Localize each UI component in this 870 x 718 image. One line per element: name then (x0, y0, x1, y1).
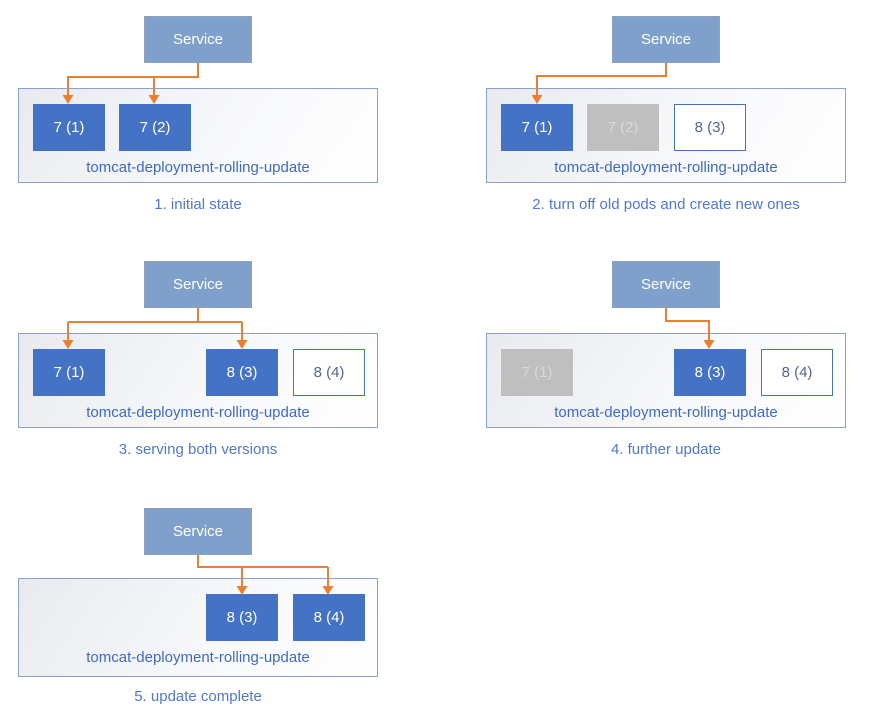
panel-turn-off-old-pods: Service 7 (1) 7 (2) 8 (3) tomcat-deploym… (486, 0, 846, 230)
pod-label: 7 (1) (521, 364, 553, 381)
panel-caption: 2. turn off old pods and create new ones (532, 196, 800, 213)
panel-caption: 5. update complete (134, 688, 262, 705)
deployment-name-label: tomcat-deployment-rolling-update (554, 404, 778, 421)
service-box: Service (144, 261, 252, 308)
pod-label: 7 (2) (607, 119, 639, 136)
panel-caption: 4. further update (610, 441, 722, 458)
pod-label: 8 (4) (313, 609, 345, 626)
pod-label: 7 (2) (139, 119, 171, 136)
pod-8-3-new: 8 (3) (674, 104, 746, 151)
pod-7-1: 7 (1) (33, 349, 105, 396)
deployment-box: 7 (1) 8 (3) 8 (4) tomcat-deployment-roll… (18, 333, 378, 428)
panel-serving-both-versions: Service 7 (1) 8 (3) 8 (4) tomcat-deploym… (18, 245, 378, 475)
pod-label: 7 (1) (53, 364, 85, 381)
pod-7-1: 7 (1) (501, 104, 573, 151)
panel-further-update: Service 7 (1) 8 (3) 8 (4) tomcat-deploym… (486, 245, 846, 475)
pod-8-4: 8 (4) (293, 594, 365, 641)
pod-8-3: 8 (3) (206, 594, 278, 641)
pod-8-3: 8 (3) (206, 349, 278, 396)
deployment-box: 7 (1) 7 (2) 8 (3) tomcat-deployment-roll… (486, 88, 846, 183)
panel-initial-state: Service 7 (1) 7 (2) tomcat-deployment-ro… (18, 0, 378, 230)
deployment-name-label: tomcat-deployment-rolling-update (86, 159, 310, 176)
service-label: Service (172, 523, 224, 540)
service-box: Service (144, 508, 252, 555)
panel-caption: 1. initial state (154, 196, 242, 213)
pod-label: 8 (4) (781, 364, 813, 381)
pod-8-3: 8 (3) (674, 349, 746, 396)
pod-label: 7 (1) (521, 119, 553, 136)
service-box: Service (144, 16, 252, 63)
pod-label: 8 (3) (694, 364, 726, 381)
deployment-box: 8 (3) 8 (4) tomcat-deployment-rolling-up… (18, 578, 378, 677)
service-label: Service (640, 276, 692, 293)
panel-caption: 3. serving both versions (118, 441, 278, 458)
pod-7-1-off: 7 (1) (501, 349, 573, 396)
service-label: Service (640, 31, 692, 48)
service-box: Service (612, 261, 720, 308)
pod-7-1: 7 (1) (33, 104, 105, 151)
deployment-box: 7 (1) 7 (2) tomcat-deployment-rolling-up… (18, 88, 378, 183)
pod-label: 7 (1) (53, 119, 85, 136)
pod-label: 8 (3) (694, 119, 726, 136)
panel-update-complete: Service 8 (3) 8 (4) tomcat-deployment-ro… (18, 480, 378, 718)
pod-7-2: 7 (2) (119, 104, 191, 151)
pod-8-4-new: 8 (4) (293, 349, 365, 396)
deployment-name-label: tomcat-deployment-rolling-update (554, 159, 778, 176)
pod-label: 8 (3) (226, 609, 258, 626)
deployment-name-label: tomcat-deployment-rolling-update (86, 649, 310, 666)
pod-7-2-off: 7 (2) (587, 104, 659, 151)
service-box: Service (612, 16, 720, 63)
deployment-name-label: tomcat-deployment-rolling-update (86, 404, 310, 421)
service-label: Service (172, 31, 224, 48)
deployment-box: 7 (1) 8 (3) 8 (4) tomcat-deployment-roll… (486, 333, 846, 428)
pod-label: 8 (4) (313, 364, 345, 381)
service-label: Service (172, 276, 224, 293)
pod-label: 8 (3) (226, 364, 258, 381)
pod-8-4-new: 8 (4) (761, 349, 833, 396)
